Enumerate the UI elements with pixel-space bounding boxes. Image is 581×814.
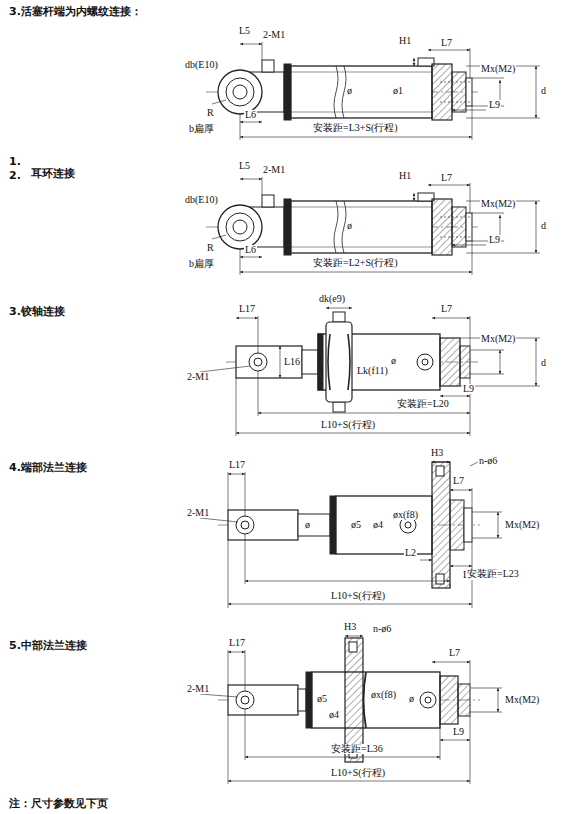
dimension-label: b扁厚	[188, 259, 215, 269]
dimension-label: n-ø6	[478, 456, 498, 466]
section-title: 1.	[8, 156, 22, 167]
dimension-label: d	[540, 358, 547, 368]
dimension-label: ø	[408, 694, 415, 704]
dimension-label: R	[206, 243, 215, 253]
dimension-label: 2-M1	[186, 508, 210, 518]
dimension-label: db(E10)	[184, 195, 219, 205]
dimension-label: Lk(f11)	[356, 366, 389, 376]
dimension-label: Mx(M2)	[504, 520, 540, 530]
dimension-label: H3	[430, 448, 444, 458]
dimension-label: L7	[452, 476, 465, 486]
section-title: 4.端部法兰连接	[8, 462, 88, 473]
dimension-label: L10+S(行程)	[330, 591, 386, 601]
dimension-label: Mx(M2)	[504, 695, 540, 705]
dimension-label: L5	[238, 26, 251, 36]
dimension-label: ø	[304, 520, 311, 530]
dimension-label: L17	[228, 460, 246, 470]
dimension-label: L7	[440, 38, 453, 48]
dimension-label: L10+S(行程)	[330, 768, 386, 778]
dimension-label: L7	[448, 648, 461, 658]
section-title: 2.	[8, 170, 22, 181]
dimension-label: L9	[488, 100, 501, 110]
dimension-label: L6	[244, 245, 257, 255]
dimension-label: 安装距=L2+S(行程)	[312, 258, 399, 268]
dimension-label: ø5	[350, 520, 362, 530]
dimension-label: L6	[244, 110, 257, 120]
dimension-label: H3	[343, 622, 357, 632]
dimension-label: L7	[440, 304, 453, 314]
dimension-label: L9	[462, 384, 475, 394]
dimension-label: L9	[452, 727, 465, 737]
dimension-label: H1	[398, 171, 412, 181]
dimension-label: ø4	[372, 520, 384, 530]
dimension-label: Mx(M2)	[480, 64, 516, 74]
dimension-label: 2-M1	[262, 165, 286, 175]
dimension-label: d	[540, 86, 547, 96]
dimension-label: ø	[346, 86, 353, 96]
section-title: 3.铰轴连接	[8, 306, 66, 317]
dimension-label: ø4	[328, 710, 340, 720]
dimension-label: L17	[238, 304, 256, 314]
section-title: 耳环连接	[30, 168, 76, 179]
dimension-label: øx(f8)	[392, 510, 419, 520]
dimension-label: ø5	[316, 694, 328, 704]
dimension-label: L10+S(行程)	[320, 420, 376, 430]
dimension-label: 2-M1	[186, 684, 210, 694]
section-title: 注：尺寸参数见下页	[8, 798, 109, 809]
dimension-label: Mx(M2)	[480, 334, 516, 344]
dimension-label: L9	[488, 235, 501, 245]
dimension-label: R	[206, 108, 215, 118]
section-title: 5.中部法兰连接	[8, 640, 88, 651]
dimension-label: d	[540, 221, 547, 231]
dimension-label: b扁厚	[188, 124, 215, 134]
dimension-label: 安装距=L20	[396, 399, 450, 409]
dimension-label: 安装距=L23	[466, 569, 520, 579]
dimension-label: H1	[398, 36, 412, 46]
dimension-label: ø1	[392, 86, 404, 96]
dimension-label: n-ø6	[372, 624, 392, 634]
dimension-label: L7	[440, 173, 453, 183]
dimension-label: db(E10)	[184, 60, 219, 70]
dimension-label: L5	[238, 161, 251, 171]
dimension-label: ø	[346, 221, 353, 231]
dimension-label: øx(f8)	[370, 690, 397, 700]
dimension-label: Mx(M2)	[480, 199, 516, 209]
dimension-label: L17	[228, 638, 246, 648]
section-title: 3.活塞杆端为内螺纹连接：	[8, 6, 143, 17]
dimension-label: 2-M1	[262, 30, 286, 40]
dimension-label: L16	[283, 357, 301, 367]
dimension-label: L2	[404, 548, 417, 558]
dimension-label: 2-M1	[186, 372, 210, 382]
dimension-label: 安装距=L3+S(行程)	[312, 123, 399, 133]
dimension-label: ø	[390, 356, 397, 366]
dimension-label: dk(e9)	[318, 294, 346, 304]
dimension-label: 安装距=L36	[330, 744, 384, 754]
